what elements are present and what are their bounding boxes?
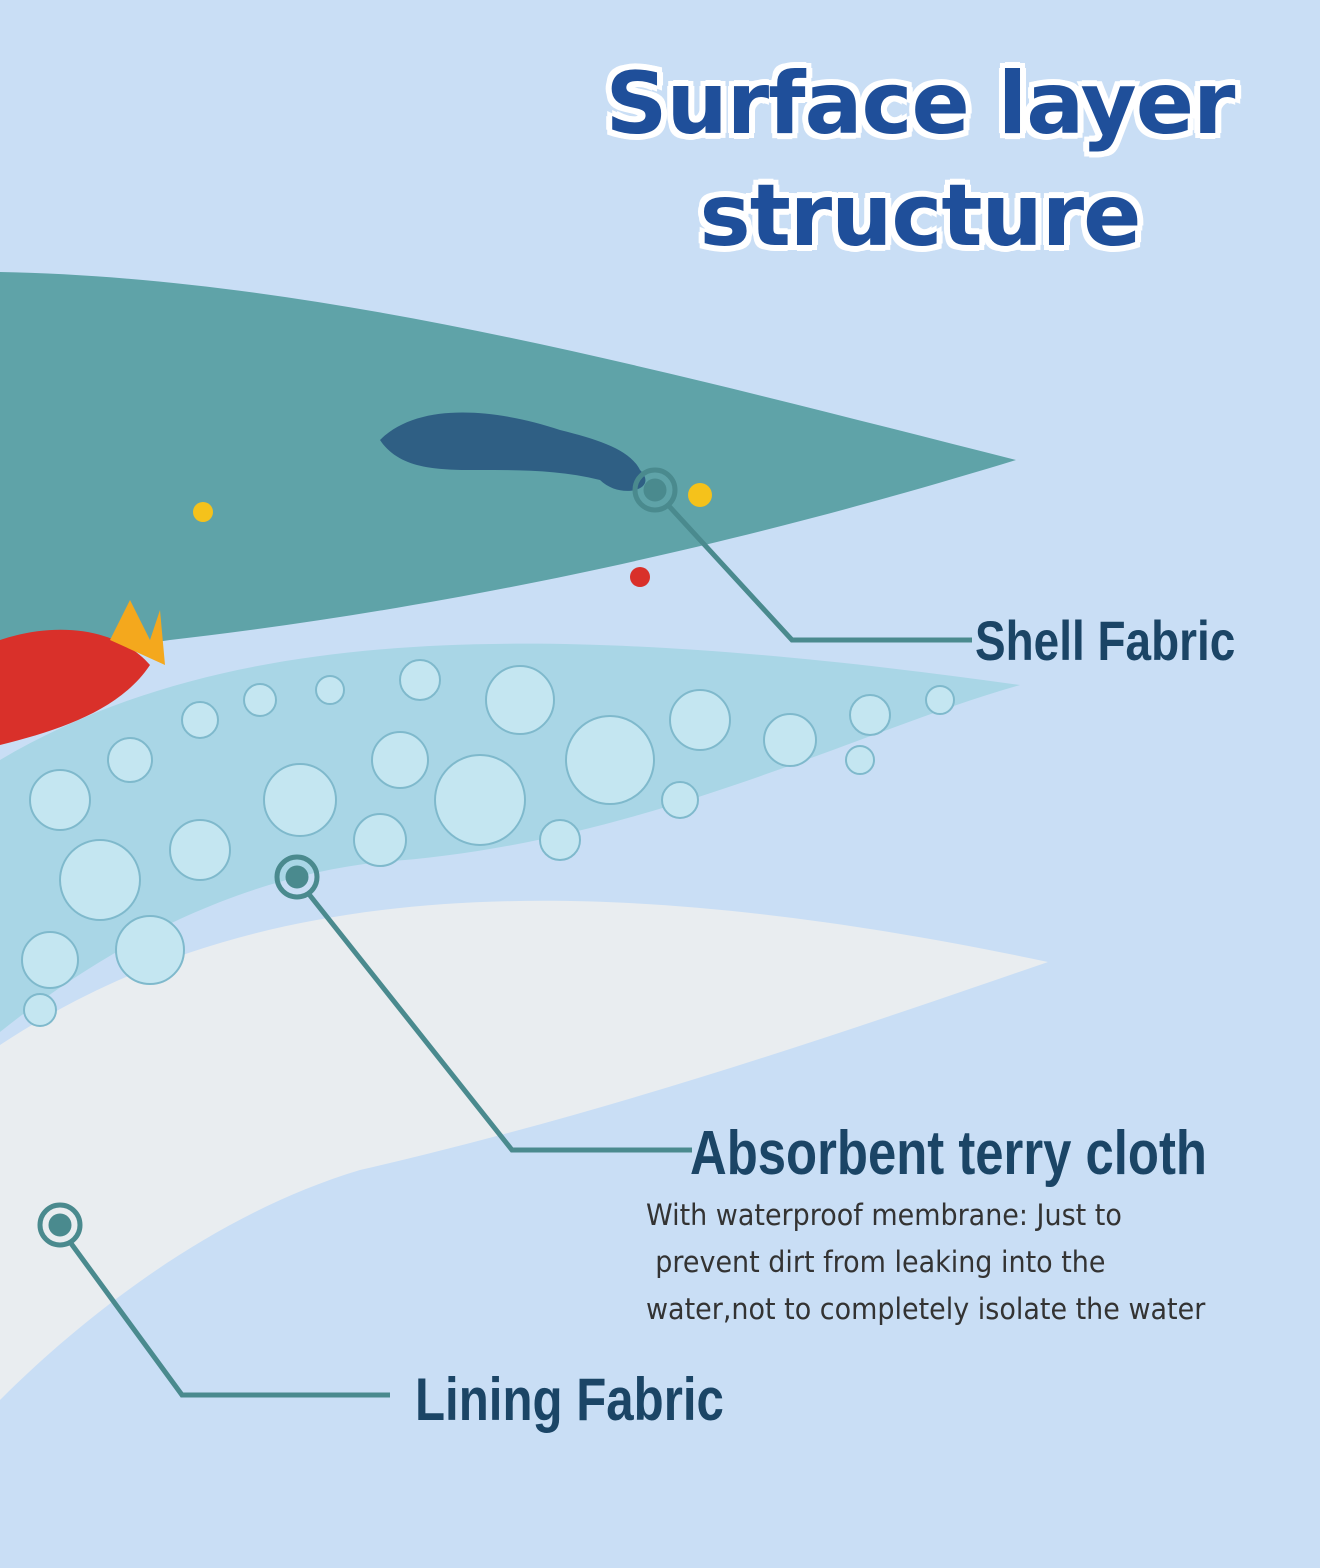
bubble [29, 769, 91, 831]
bubble-pattern [21, 659, 955, 1027]
bubble [539, 819, 581, 861]
bubble [763, 713, 817, 767]
bubble [353, 813, 407, 867]
bubble [434, 754, 526, 846]
terry-cloth-description: With waterproof membrane: Just to preven… [646, 1198, 1206, 1326]
bubble [59, 839, 141, 921]
bubble [371, 731, 429, 789]
bubble [565, 715, 655, 805]
lining-fabric-layer [0, 900, 1048, 1400]
bubble [115, 915, 185, 985]
bubble [21, 931, 79, 989]
bubble [23, 993, 57, 1027]
bubble [845, 745, 875, 775]
bubble [169, 819, 231, 881]
bubble [661, 781, 699, 819]
label-lining-fabric: Lining Fabric [415, 1366, 724, 1433]
bubble [263, 763, 337, 837]
page-title: Surface layer structure [605, 54, 1236, 266]
leader-lines [37, 467, 972, 1398]
bubble [849, 694, 891, 736]
bubble [485, 665, 555, 735]
red-fish-print [0, 629, 150, 745]
dinosaur-print [380, 412, 646, 491]
bubble [669, 689, 731, 751]
label-absorbent-terry-cloth: Absorbent terry cloth [690, 1119, 1207, 1188]
bubble [107, 737, 153, 783]
bubble [243, 683, 277, 717]
label-shell-fabric: Shell Fabric [975, 609, 1236, 672]
bubble [399, 659, 441, 701]
bubble [315, 675, 345, 705]
bubble [925, 685, 955, 715]
bubble [181, 701, 219, 739]
yellow-fin-print [110, 600, 165, 665]
